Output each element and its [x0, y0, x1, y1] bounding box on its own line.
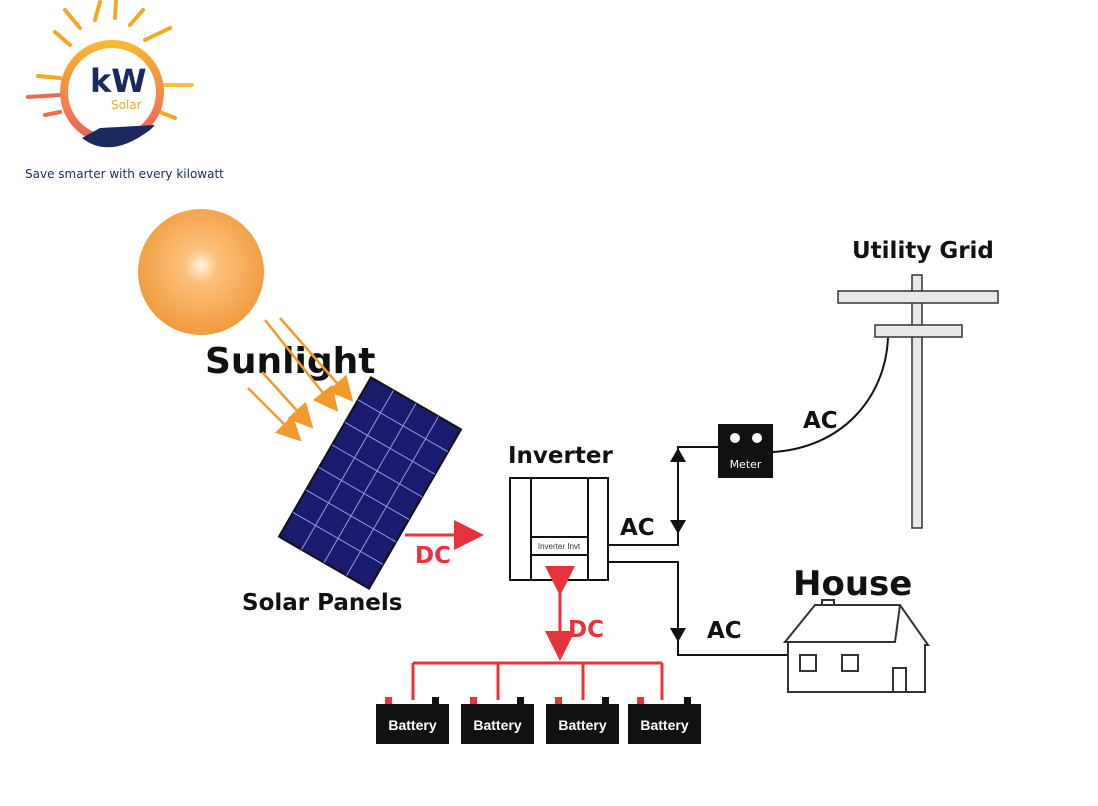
- battery-icon: [376, 697, 449, 744]
- battery-icon: [461, 697, 534, 744]
- battery-icon: [546, 697, 619, 744]
- logo-tagline: Save smarter with every kilowatt: [25, 167, 224, 181]
- inverter-icon: [509, 477, 609, 581]
- ac-inverter-label: AC: [620, 515, 655, 541]
- ac-wiring: [608, 446, 790, 656]
- logo-sub: Solar: [111, 98, 142, 112]
- inverter-label: Inverter: [508, 443, 613, 469]
- logo-panel-icon: [82, 125, 155, 148]
- meter-icon: [718, 424, 773, 478]
- sun-icon: [138, 209, 264, 335]
- sun-rays-icon: [26, 0, 194, 120]
- house-label: House: [793, 564, 912, 604]
- kw-solar-logo: kW Solar Save smarter with every kilowat…: [25, 0, 224, 181]
- ac-grid-label: AC: [803, 408, 838, 434]
- dc-panel-label: DC: [415, 543, 451, 569]
- battery-label: Battery: [388, 717, 436, 733]
- battery-label: Battery: [558, 717, 606, 733]
- battery-label: Battery: [473, 717, 521, 733]
- solar-panels-label: Solar Panels: [242, 590, 402, 616]
- sunlight-arrows: [247, 317, 354, 442]
- dc-battery-label: DC: [568, 617, 604, 643]
- dc-bus: [411, 661, 664, 700]
- meter-label: Meter: [730, 458, 762, 471]
- logo-brand: kW: [90, 62, 147, 100]
- sunlight-label: Sunlight: [205, 341, 375, 382]
- inverter-plate: Inverter Invt: [538, 542, 581, 551]
- ac-house-label: AC: [707, 618, 742, 644]
- battery-bank: Battery Battery Battery Battery: [376, 697, 701, 744]
- solar-panel-icon: [277, 375, 463, 591]
- utility-grid-label: Utility Grid: [852, 238, 994, 264]
- battery-icon: [628, 697, 701, 744]
- battery-label: Battery: [640, 717, 688, 733]
- grid-wire: [772, 337, 889, 453]
- house-icon: [782, 599, 930, 693]
- utility-pole-icon: [837, 274, 999, 529]
